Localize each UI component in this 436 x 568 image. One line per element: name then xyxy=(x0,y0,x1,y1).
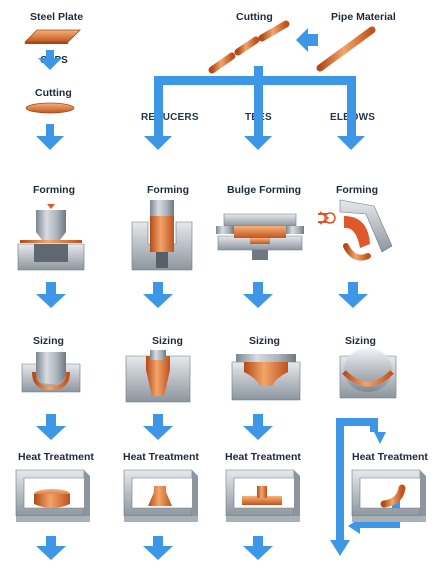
flow-arrows-bottom xyxy=(36,536,273,560)
arrow-elbows-final xyxy=(330,540,350,556)
arrow-caps-sizing-to-heat xyxy=(36,414,66,440)
reducers-forming-machine-icon xyxy=(131,200,193,271)
label-heat-caps: Heat Treatment xyxy=(18,451,94,463)
pipe-material-icon xyxy=(316,26,376,72)
arrow-to-tees xyxy=(244,80,272,150)
arrow-elbows-forming-to-sizing xyxy=(338,282,368,308)
label-cutting-top: Cutting xyxy=(236,11,273,23)
arrow-pipe-to-cutting xyxy=(296,28,318,52)
arrow-tees-forming-to-sizing xyxy=(243,282,273,308)
arrow-reducers-forming-to-sizing xyxy=(143,282,173,308)
arrow-tees-output xyxy=(243,536,273,560)
tees-heat-furnace-icon xyxy=(225,469,300,522)
tees-sizing-die-icon xyxy=(231,354,301,401)
label-sizing-elbows: Sizing xyxy=(345,335,376,347)
arrow-caps-output xyxy=(36,536,66,560)
caps-sizing-die-icon xyxy=(21,352,81,393)
arrow-reducers-sizing-to-heat xyxy=(143,414,173,440)
label-heat-elbows: Heat Treatment xyxy=(352,451,428,463)
arrow-plate-to-disc xyxy=(38,50,62,70)
arrow-elbows-out-of-heat xyxy=(348,500,400,534)
label-bulge-forming: Bulge Forming xyxy=(227,184,301,196)
label-heat-reducers: Heat Treatment xyxy=(123,451,199,463)
label-sizing-reducers: Sizing xyxy=(152,335,183,347)
label-forming-elbows: Forming xyxy=(336,184,378,196)
arrow-to-reducers xyxy=(144,80,172,150)
label-cutting-left: Cutting xyxy=(35,87,72,99)
distribution-stem xyxy=(254,66,263,80)
elbows-sizing-die-icon xyxy=(339,348,397,399)
cut-disc-icon xyxy=(25,102,75,114)
arrow-tees-sizing-to-heat xyxy=(243,414,273,440)
arrow-to-elbows xyxy=(337,80,365,150)
label-heat-tees: Heat Treatment xyxy=(225,451,301,463)
label-forming-caps: Forming xyxy=(33,184,75,196)
caps-forming-machine-icon xyxy=(17,198,85,271)
arrow-elbows-into-heat xyxy=(336,418,386,444)
arrow-reducers-output xyxy=(143,536,173,560)
elbows-forming-machine-icon xyxy=(318,199,393,261)
label-sizing-tees: Sizing xyxy=(249,335,280,347)
tees-bulge-forming-machine-icon xyxy=(216,213,304,260)
arrow-disc-to-forming xyxy=(36,124,64,150)
label-reducers: REDUCERS xyxy=(141,112,199,123)
arrow-caps-forming-to-sizing xyxy=(36,282,66,308)
reducers-heat-furnace-icon xyxy=(123,469,198,522)
flow-arrows-lower xyxy=(36,414,400,556)
elbows-heat-furnace-icon xyxy=(351,469,426,522)
label-forming-reducers: Forming xyxy=(147,184,189,196)
label-pipe-material: Pipe Material xyxy=(331,11,396,23)
cut-pipes-icon xyxy=(208,20,290,74)
label-sizing-caps: Sizing xyxy=(33,335,64,347)
caps-heat-furnace-icon xyxy=(15,469,90,522)
reducers-sizing-die-icon xyxy=(125,350,191,403)
elbows-bypass-trunk xyxy=(336,418,344,548)
label-steel-plate: Steel Plate xyxy=(30,11,83,23)
flow-arrows-top xyxy=(36,28,365,150)
flow-arrows-mid xyxy=(36,282,368,308)
steel-plate-icon xyxy=(24,29,81,44)
